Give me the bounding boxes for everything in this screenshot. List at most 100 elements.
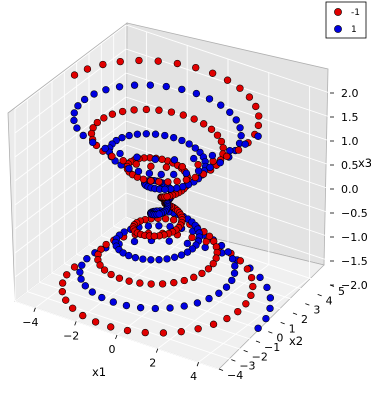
point-class-pos bbox=[81, 282, 89, 290]
point-class-pos bbox=[178, 85, 186, 94]
point-class-neg bbox=[96, 261, 104, 269]
point-class-pos bbox=[151, 155, 159, 164]
point-class-pos bbox=[131, 254, 140, 262]
point-class-neg bbox=[102, 240, 110, 249]
point-class-neg bbox=[116, 57, 124, 66]
point-class-neg bbox=[158, 155, 166, 163]
point-class-pos bbox=[228, 276, 236, 285]
grid-line-x-floor bbox=[35, 223, 147, 309]
point-class-pos bbox=[161, 185, 169, 194]
point-class-neg bbox=[161, 215, 170, 223]
point-class-neg bbox=[108, 152, 116, 160]
point-class-pos bbox=[231, 262, 239, 270]
y-tick-mark bbox=[317, 293, 322, 297]
point-class-pos bbox=[183, 239, 192, 248]
point-class-neg bbox=[70, 263, 79, 271]
point-class-neg bbox=[118, 107, 127, 116]
point-class-neg bbox=[141, 328, 149, 337]
point-class-pos bbox=[226, 108, 234, 116]
point-class-neg bbox=[58, 279, 67, 287]
point-class-pos bbox=[266, 304, 274, 313]
point-class-pos bbox=[173, 184, 181, 192]
point-class-pos bbox=[130, 81, 139, 89]
grid-line-y-floor bbox=[76, 253, 281, 323]
point-class-neg bbox=[194, 161, 202, 169]
point-class-pos bbox=[70, 116, 78, 125]
point-class-pos bbox=[177, 251, 186, 259]
point-class-neg bbox=[100, 114, 108, 122]
point-class-neg bbox=[177, 327, 185, 336]
point-class-neg bbox=[198, 269, 206, 278]
point-class-neg bbox=[162, 163, 171, 171]
point-class-pos bbox=[170, 253, 179, 261]
point-class-pos bbox=[262, 314, 270, 323]
point-class-pos bbox=[133, 153, 141, 161]
point-class-neg bbox=[107, 323, 115, 331]
point-class-pos bbox=[155, 210, 163, 218]
point-class-neg bbox=[205, 232, 214, 240]
z-tick-label: 2.0 bbox=[341, 87, 359, 100]
grid-line-z-side bbox=[14, 144, 127, 230]
point-class-pos bbox=[79, 131, 87, 140]
point-class-neg bbox=[147, 280, 155, 288]
y-tick-label: 2 bbox=[301, 313, 308, 326]
point-class-pos bbox=[144, 222, 153, 230]
legend-label-pos: 1 bbox=[351, 25, 357, 35]
point-class-neg bbox=[147, 177, 155, 185]
point-class-pos bbox=[157, 170, 165, 179]
point-class-pos bbox=[139, 255, 147, 263]
y-axis-label: x2 bbox=[289, 334, 303, 348]
point-class-neg bbox=[58, 288, 67, 296]
point-class-pos bbox=[193, 299, 202, 307]
point-class-neg bbox=[135, 56, 143, 65]
point-class-neg bbox=[150, 232, 158, 240]
point-class-neg bbox=[132, 160, 140, 168]
z-tick-label: 0.0 bbox=[341, 183, 359, 196]
point-class-neg bbox=[79, 311, 87, 320]
point-class-neg bbox=[91, 318, 100, 326]
point-class-neg bbox=[223, 314, 231, 323]
y-tick-mark bbox=[231, 359, 236, 362]
grid-line-z-side bbox=[14, 192, 127, 278]
point-class-neg bbox=[62, 296, 70, 304]
point-class-pos bbox=[151, 304, 160, 313]
point-class-pos bbox=[191, 144, 199, 152]
legend-label-neg: -1 bbox=[351, 8, 360, 18]
point-class-neg bbox=[182, 176, 191, 184]
point-class-neg bbox=[249, 282, 257, 291]
point-class-pos bbox=[70, 109, 78, 117]
point-class-neg bbox=[142, 105, 151, 114]
point-class-neg bbox=[178, 163, 187, 171]
point-class-pos bbox=[254, 132, 262, 140]
y-tick-mark bbox=[280, 321, 285, 325]
point-class-pos bbox=[73, 124, 81, 132]
point-class-pos bbox=[98, 293, 106, 302]
z-axis-label: x3 bbox=[358, 156, 371, 170]
point-class-neg bbox=[115, 274, 124, 282]
point-class-neg bbox=[219, 144, 227, 152]
x-tick-label: 2 bbox=[149, 357, 156, 370]
point-class-neg bbox=[234, 307, 242, 316]
point-class-pos bbox=[145, 169, 154, 178]
y-tick-mark bbox=[268, 331, 273, 334]
z-tick-label: −1.0 bbox=[341, 231, 368, 244]
x-tick-mark bbox=[74, 321, 77, 326]
point-class-pos bbox=[165, 237, 173, 245]
point-class-pos bbox=[115, 83, 124, 91]
point-class-neg bbox=[208, 69, 217, 77]
point-class-pos bbox=[170, 170, 178, 179]
point-class-neg bbox=[217, 137, 226, 146]
z-tick-label: −0.5 bbox=[341, 207, 368, 220]
point-class-pos bbox=[118, 134, 126, 142]
point-class-pos bbox=[226, 147, 234, 155]
point-class-pos bbox=[241, 140, 249, 148]
y-tick-label: 5 bbox=[338, 285, 345, 298]
point-class-pos bbox=[125, 251, 133, 260]
point-class-pos bbox=[178, 136, 186, 145]
legend: -1 1 bbox=[325, 1, 367, 39]
point-class-pos bbox=[215, 289, 223, 297]
point-class-pos bbox=[254, 324, 262, 332]
grid-line-y-floor bbox=[101, 235, 306, 305]
data-points bbox=[58, 56, 275, 337]
